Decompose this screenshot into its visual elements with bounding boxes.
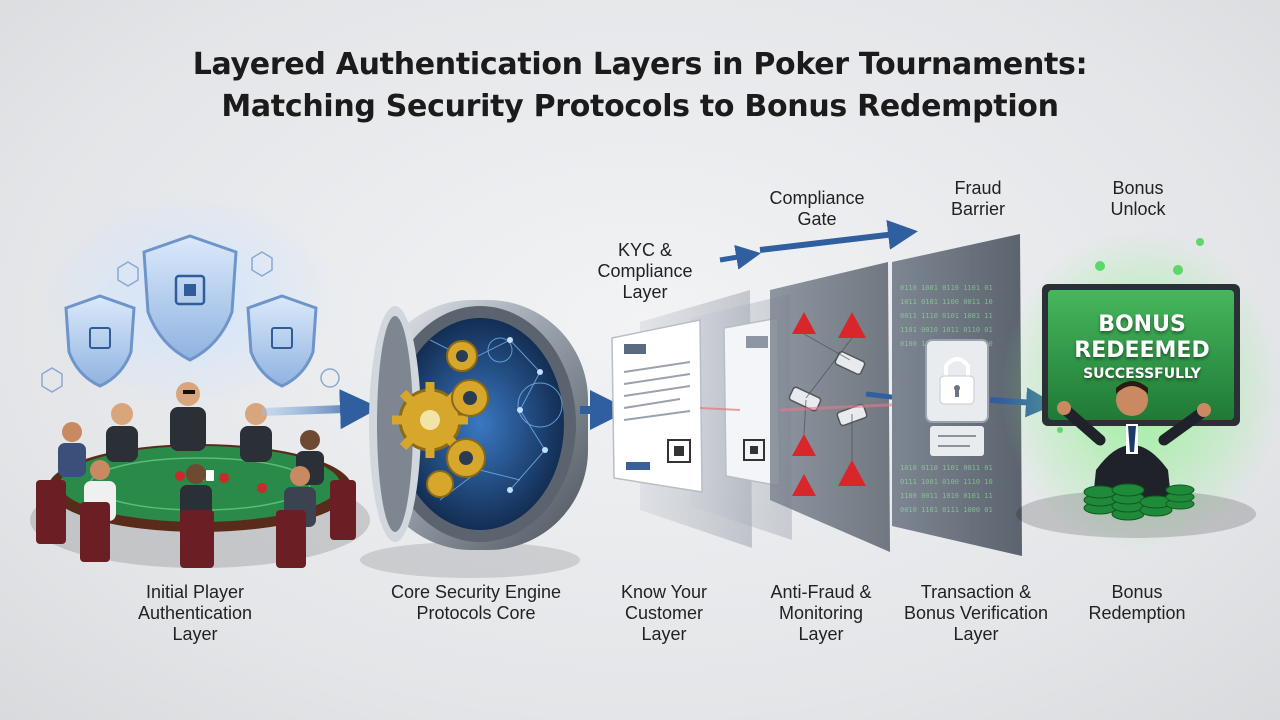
label-line: Core Security Engine — [390, 582, 562, 602]
label-line: Compliance — [597, 261, 693, 281]
warning-icon — [792, 312, 866, 496]
diagram-title: Layered Authentication Layers in Poker T… — [0, 44, 1280, 128]
compliance-gate-label: Compliance Gate — [752, 188, 882, 230]
document-icon — [611, 319, 703, 493]
stage-label-anti-fraud: Anti-Fraud & Monitoring Layer — [752, 582, 890, 645]
chip-stack — [1083, 483, 1195, 521]
stage-label-transaction-verification: Transaction & Bonus Verification Layer — [892, 582, 1060, 645]
label-line: Barrier — [950, 199, 1005, 219]
svg-text:0110 1001 0110 1101 01: 0110 1001 0110 1101 01 — [900, 284, 993, 292]
stage-label-player-authentication: Initial Player Authentication Layer — [110, 582, 280, 645]
label-line: Initial Player — [145, 582, 245, 602]
label-line: Layer — [172, 624, 218, 644]
fraud-barrier-label: Fraud Barrier — [928, 178, 1028, 220]
shield-icon — [64, 294, 136, 388]
label-line: Know Your — [620, 582, 708, 602]
stage-label-kyc: Know Your Customer Layer — [604, 582, 724, 645]
shield-icon — [142, 234, 238, 362]
gear-icon — [426, 340, 489, 498]
stage-label-bonus-redemption: Bonus Redemption — [1078, 582, 1196, 624]
kyc-documents-illustration — [611, 290, 792, 548]
svg-text:1010 0110 1101 0011 01: 1010 0110 1101 0011 01 — [900, 464, 993, 472]
label-line: Bonus — [1111, 582, 1163, 602]
camera-icon — [788, 350, 868, 427]
label-line: KYC & — [617, 240, 673, 260]
verification-illustration: 0110 1001 0110 1101 01 1011 0101 1100 00… — [892, 234, 1056, 556]
title-line-1: Layered Authentication Layers in Poker T… — [192, 47, 1088, 82]
svg-text:1100 0011 1010 0101 11: 1100 0011 1010 0101 11 — [900, 492, 993, 500]
svg-text:0111 1001 0100 1110 10: 0111 1001 0100 1110 10 — [900, 478, 993, 486]
label-line: Fraud — [954, 178, 1002, 198]
stage-label-core-security: Core Security Engine Protocols Core — [376, 582, 576, 624]
flow-arrow — [261, 389, 380, 430]
label-line: Protocols Core — [416, 603, 536, 623]
label-line: Transaction & — [920, 582, 1032, 602]
label-line: Customer — [624, 603, 704, 623]
player-authentication-illustration — [30, 190, 370, 568]
lock-icon — [939, 357, 975, 405]
screen-line-3: SUCCESSFULLY — [1083, 366, 1201, 382]
svg-text:1101 0010 1011 0110 01: 1101 0010 1011 0110 01 — [900, 326, 993, 334]
anti-fraud-illustration — [770, 262, 921, 552]
label-line: Gate — [797, 209, 837, 229]
flow-arrow — [759, 219, 918, 253]
label-line: Compliance — [769, 188, 865, 208]
security-vault-illustration — [360, 300, 588, 578]
label-line: Unlock — [1110, 199, 1166, 219]
label-line: Layer — [798, 624, 844, 644]
poker-table — [60, 446, 340, 522]
label-line: Bonus Verification — [903, 603, 1049, 623]
gear-icon — [392, 382, 468, 458]
screen-line-1: BONUS — [1098, 312, 1186, 337]
label-line: Authentication — [137, 603, 253, 623]
svg-text:0010 1101 0111 1000 01: 0010 1101 0111 1000 01 — [900, 506, 993, 514]
bonus-redemption-illustration — [1000, 230, 1280, 550]
kyc-compliance-label: KYC & Compliance Layer — [590, 240, 700, 303]
label-line: Monitoring — [778, 603, 864, 623]
label-line: Layer — [622, 282, 668, 302]
screen-line-2: REDEEMED — [1074, 338, 1210, 363]
label-line: Anti-Fraud & — [770, 582, 872, 602]
bonus-screen-text: BONUS REDEEMED SUCCESSFULLY — [1048, 312, 1236, 384]
bonus-unlock-label: Bonus Unlock — [1088, 178, 1188, 220]
label-line: Layer — [953, 624, 999, 644]
shield-icon — [246, 294, 318, 388]
label-line: Redemption — [1088, 603, 1186, 623]
title-line-2: Matching Security Protocols to Bonus Red… — [221, 89, 1059, 124]
svg-text:0011 1110 0101 1001 11: 0011 1110 0101 1001 11 — [900, 312, 993, 320]
label-line: Layer — [641, 624, 687, 644]
svg-text:1011 0101 1100 0011 10: 1011 0101 1100 0011 10 — [900, 298, 993, 306]
label-line: Bonus — [1112, 178, 1164, 198]
flow-arrow — [719, 244, 761, 270]
